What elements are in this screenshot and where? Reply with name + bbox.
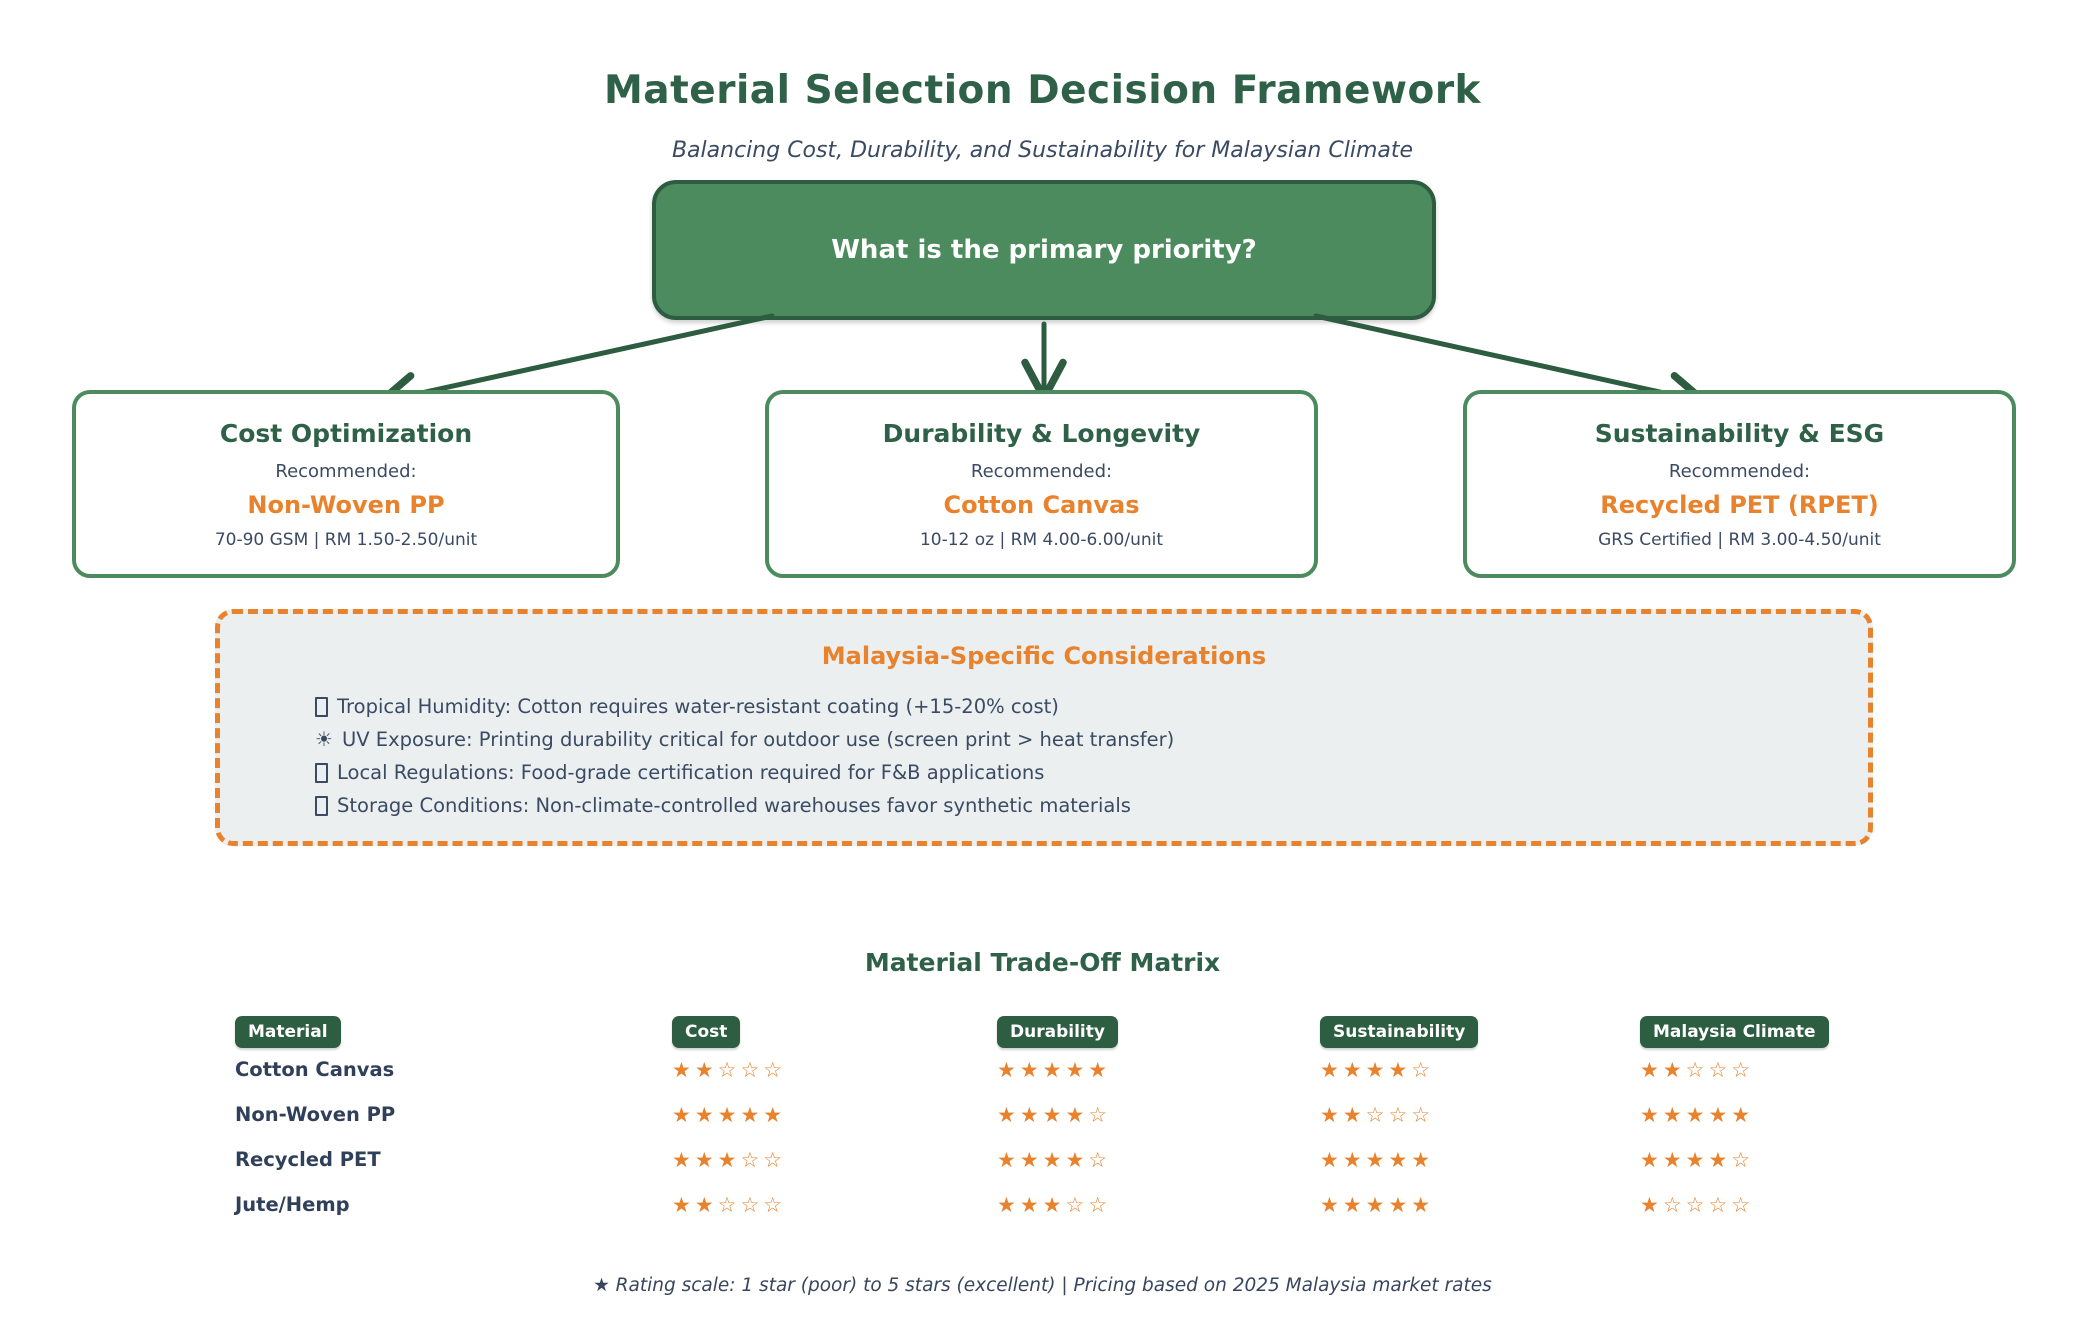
root-decision-question: What is the primary priority?	[831, 235, 1257, 265]
matrix-rating-cell: ★☆☆☆☆	[1640, 1182, 1940, 1227]
star-rating: ★★★★★	[1640, 1102, 1755, 1127]
consideration-text: Storage Conditions: Non-climate-controll…	[337, 794, 1131, 817]
star-rating: ★★☆☆☆	[1320, 1102, 1435, 1127]
star-rating: ★★★★☆	[1320, 1057, 1435, 1082]
matrix-rating-cell: ★★★☆☆	[997, 1182, 1320, 1227]
matrix-rating-cell: ★★★★★	[672, 1092, 997, 1137]
recommended-material: Cotton Canvas	[943, 490, 1140, 519]
consideration-item: Tropical Humidity: Cotton requires water…	[315, 690, 1868, 723]
matrix-column-header: Malaysia Climate	[1640, 1002, 1940, 1062]
material-name: Non-Woven PP	[235, 1103, 396, 1126]
root-decision-node: What is the primary priority?	[652, 180, 1436, 320]
consideration-text: Local Regulations: Food-grade certificat…	[337, 761, 1045, 784]
matrix-rating-cell: ★★★★★	[1320, 1137, 1640, 1182]
matrix-rating-cell: ★★★★★	[1320, 1182, 1640, 1227]
consideration-text: UV Exposure: Printing durability critica…	[341, 728, 1175, 751]
matrix-rating-cell: ★★☆☆☆	[1320, 1092, 1640, 1137]
material-detail: GRS Certified | RM 3.00-4.50/unit	[1598, 529, 1881, 550]
column-header-chip: Malaysia Climate	[1640, 1016, 1829, 1048]
consideration-item: Local Regulations: Food-grade certificat…	[315, 756, 1868, 789]
matrix-column-header: Material	[235, 1002, 672, 1062]
matrix-row-material: Recycled PET	[235, 1137, 672, 1182]
missing-glyph-icon	[315, 762, 328, 783]
star-rating: ★★☆☆☆	[672, 1192, 787, 1217]
star-rating: ★★★★☆	[997, 1147, 1112, 1172]
star-rating: ★★★★★	[1320, 1147, 1435, 1172]
column-header-chip: Durability	[997, 1016, 1118, 1048]
consideration-item: Storage Conditions: Non-climate-controll…	[315, 789, 1868, 822]
star-rating: ★★☆☆☆	[672, 1057, 787, 1082]
matrix-column-header: Cost	[672, 1002, 997, 1062]
column-header-chip: Sustainability	[1320, 1016, 1479, 1048]
star-rating: ★★★★☆	[1640, 1147, 1755, 1172]
matrix-rating-cell: ★★★★★	[1640, 1092, 1940, 1137]
material-name: Recycled PET	[235, 1148, 381, 1171]
matrix-rating-cell: ★★★★☆	[997, 1137, 1320, 1182]
material-detail: 70-90 GSM | RM 1.50-2.50/unit	[214, 529, 478, 550]
column-header-chip: Cost	[672, 1016, 741, 1048]
considerations-title: Malaysia-Specific Considerations	[821, 642, 1267, 670]
matrix-rating-cell: ★★★★☆	[1320, 1047, 1640, 1092]
page-title: Material Selection Decision Framework	[603, 68, 1481, 113]
star-rating: ★★★☆☆	[997, 1192, 1112, 1217]
option-title: Sustainability & ESG	[1594, 418, 1885, 448]
matrix-rating-cell: ★★★☆☆	[672, 1137, 997, 1182]
star-rating: ★★★★★	[672, 1102, 787, 1127]
footer-note: ★ Rating scale: 1 star (poor) to 5 stars…	[593, 1275, 1492, 1296]
page-subtitle: Balancing Cost, Durability, and Sustaina…	[671, 138, 1414, 163]
matrix-row-material: Jute/Hemp	[235, 1182, 672, 1227]
option-card-sustainability: Sustainability & ESG Recommended: Recycl…	[1463, 390, 2016, 578]
matrix-column-header: Sustainability	[1320, 1002, 1640, 1062]
malaysia-considerations-panel: Malaysia-Specific Considerations Tropica…	[215, 609, 1873, 846]
option-title: Durability & Longevity	[882, 418, 1201, 448]
matrix-row-material: Non-Woven PP	[235, 1092, 672, 1137]
tradeoff-matrix: Material Cost Durability Sustainability Mala…	[235, 1002, 1940, 1227]
consideration-text: Tropical Humidity: Cotton requires water…	[337, 695, 1059, 718]
matrix-column-header: Durability	[997, 1002, 1320, 1062]
matrix-rating-cell: ★★☆☆☆	[672, 1182, 997, 1227]
matrix-row-material: Cotton Canvas	[235, 1047, 672, 1092]
star-rating: ★★★★★	[997, 1057, 1112, 1082]
matrix-rating-cell: ★★☆☆☆	[672, 1047, 997, 1092]
star-rating: ★☆☆☆☆	[1640, 1192, 1755, 1217]
matrix-title: Material Trade-Off Matrix	[864, 948, 1221, 977]
recommended-label: Recommended:	[970, 460, 1113, 482]
missing-glyph-icon	[315, 696, 328, 717]
star-rating: ★★★★★	[1320, 1192, 1435, 1217]
material-name: Jute/Hemp	[235, 1193, 350, 1216]
matrix-rating-cell: ★★★★☆	[997, 1092, 1320, 1137]
matrix-rating-cell: ★★☆☆☆	[1640, 1047, 1940, 1092]
recommended-label: Recommended:	[1668, 460, 1811, 482]
column-header-chip: Material	[235, 1016, 341, 1048]
matrix-rating-cell: ★★★★☆	[1640, 1137, 1940, 1182]
missing-glyph-icon	[315, 795, 328, 816]
material-name: Cotton Canvas	[235, 1058, 395, 1081]
option-card-cost: Cost Optimization Recommended: Non-Woven…	[72, 390, 620, 578]
material-detail: 10-12 oz | RM 4.00-6.00/unit	[919, 529, 1164, 550]
star-rating: ★★☆☆☆	[1640, 1057, 1755, 1082]
star-rating: ★★★★☆	[997, 1102, 1112, 1127]
recommended-label: Recommended:	[275, 460, 417, 482]
considerations-list: Tropical Humidity: Cotton requires water…	[315, 690, 1868, 822]
option-title: Cost Optimization	[219, 418, 473, 448]
consideration-item: ☀ UV Exposure: Printing durability critic…	[315, 723, 1868, 756]
star-rating: ★★★☆☆	[672, 1147, 787, 1172]
recommended-material: Non-Woven PP	[247, 490, 445, 519]
option-card-durability: Durability & Longevity Recommended: Cott…	[765, 390, 1318, 578]
recommended-material: Recycled PET (RPET)	[1600, 490, 1879, 519]
matrix-rating-cell: ★★★★★	[997, 1047, 1320, 1092]
sun-icon: ☀	[315, 727, 333, 751]
